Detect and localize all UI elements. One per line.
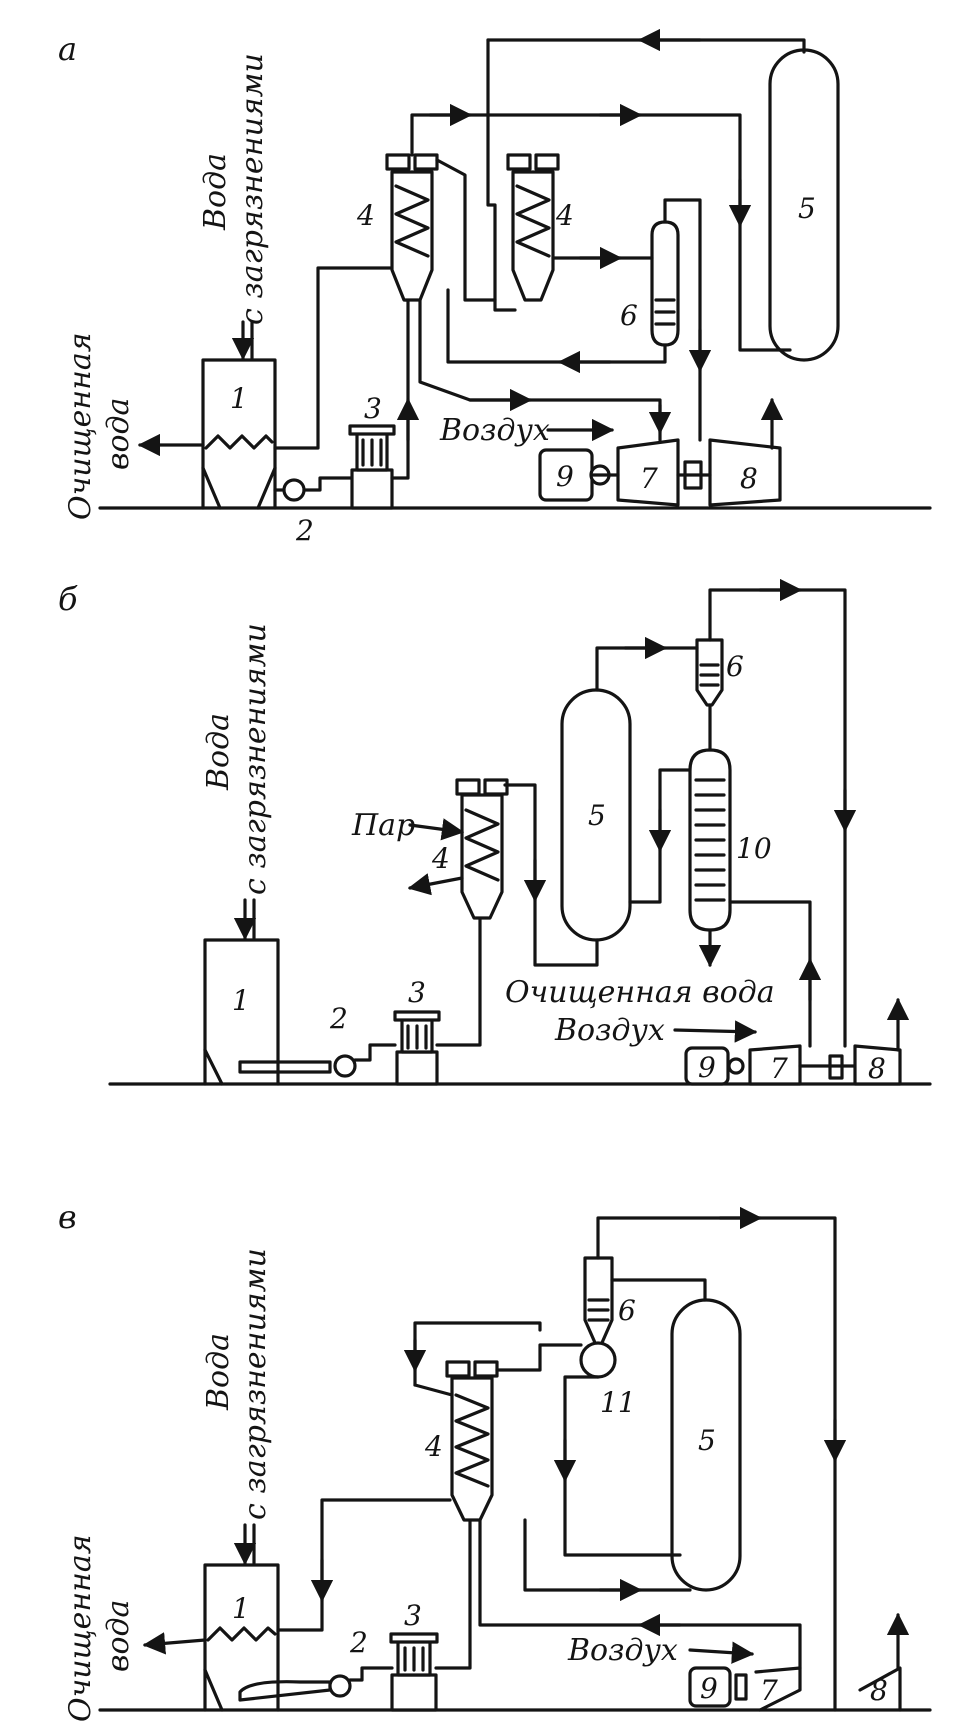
panel-b-letter: б xyxy=(58,580,78,618)
pump-2: 2 xyxy=(273,476,357,547)
label-2-c: 2 xyxy=(349,1626,368,1659)
air-label-c: Воздух xyxy=(567,1633,678,1668)
water-in-label-1: Вода xyxy=(198,153,233,231)
label-9-c: 9 xyxy=(700,1672,718,1705)
condensate-arrow xyxy=(407,873,464,896)
vessel-11-c: 11 xyxy=(579,1341,636,1419)
label-4-b: 4 xyxy=(431,842,450,875)
turbine-8: 8 xyxy=(708,397,784,507)
reactor-5: 5 xyxy=(768,48,840,362)
reactor-5-c: 5 xyxy=(670,1298,742,1592)
coupling xyxy=(676,460,712,490)
water-in-label-2: с загрязнениями xyxy=(235,53,270,325)
label-5-b: 5 xyxy=(588,799,606,832)
label-5-c: 5 xyxy=(698,1424,716,1457)
pump-3-b: 3 xyxy=(393,976,441,1086)
water-in-label-2-c: с загрязнениями xyxy=(238,1248,273,1520)
water-out-label-2: вода xyxy=(101,398,136,470)
label-8-c: 8 xyxy=(870,1674,888,1707)
label-3: 3 xyxy=(364,392,382,425)
steam-arrow xyxy=(408,818,465,841)
water-out-label-1: Очищенная xyxy=(63,332,98,520)
panel-a: а 1 Вода с загрязнениями Очищенная вода … xyxy=(58,28,932,547)
separator-6-c: 6 xyxy=(583,1256,636,1347)
label-1: 1 xyxy=(230,382,248,415)
motor-9: 9 xyxy=(538,448,620,502)
label-6-b: 6 xyxy=(726,650,744,683)
air-arrow-b xyxy=(673,1020,758,1043)
label-3-c: 3 xyxy=(404,1599,422,1632)
turbine-8-b: 8 xyxy=(853,997,910,1086)
label-7-b: 7 xyxy=(770,1052,788,1085)
pump-2-c: 2 xyxy=(328,1626,368,1698)
separator-6: 6 xyxy=(620,220,680,347)
air-label: Воздух xyxy=(439,413,550,448)
motor-9-c: 9 xyxy=(688,1666,748,1708)
label-7-c: 7 xyxy=(760,1674,778,1707)
label-9: 9 xyxy=(556,460,574,493)
coupling-b xyxy=(798,1054,857,1080)
heat-exchanger-4-b: 4 xyxy=(431,778,509,920)
label-5: 5 xyxy=(798,192,816,225)
motor-9-b: 9 xyxy=(684,1046,745,1086)
panel-c: в 1 Вода с загрязнениями Очищенная вода … xyxy=(58,1198,932,1722)
water-out-label-1-c: Очищенная xyxy=(63,1534,98,1722)
compressor-7: 7 xyxy=(616,438,680,507)
label-4-c: 4 xyxy=(424,1430,443,1463)
air-arrow-c xyxy=(688,1641,755,1664)
column-10-b: 10 xyxy=(688,748,772,932)
panel-a-letter: а xyxy=(58,30,77,68)
label-3-b: 3 xyxy=(408,976,426,1009)
water-in-label-1-b: Вода xyxy=(201,713,236,791)
panel-c-letter: в xyxy=(58,1198,77,1236)
compressor-7-b: 7 xyxy=(748,1044,802,1086)
label-6-c: 6 xyxy=(618,1294,636,1327)
heat-exchanger-4-right: 4 xyxy=(506,153,574,302)
heat-exchanger-4-left: 4 xyxy=(356,153,439,302)
pump-3-c: 3 xyxy=(389,1599,439,1712)
label-2: 2 xyxy=(295,514,314,547)
reactor-5-b: 5 xyxy=(560,688,632,942)
pump-3: 3 xyxy=(348,392,396,510)
heat-exchanger-4-c: 4 xyxy=(424,1360,499,1522)
label-10-b: 10 xyxy=(736,832,772,865)
compressor-7-c: 7 xyxy=(754,1666,802,1712)
pump-2-b: 2 xyxy=(329,1002,357,1078)
water-out-label-b: Очищенная вода xyxy=(505,975,775,1010)
steam-label: Пар xyxy=(351,808,415,843)
water-in-label-2-b: с загрязнениями xyxy=(238,623,273,895)
water-in-label-1-c: Вода xyxy=(201,1333,236,1411)
label-6: 6 xyxy=(620,299,638,332)
label-8: 8 xyxy=(740,462,758,495)
turbine-8-c: 8 xyxy=(858,1612,910,1712)
tank-1: 1 xyxy=(201,358,277,510)
air-label-b: Воздух xyxy=(554,1013,665,1048)
label-11-c: 11 xyxy=(600,1386,636,1419)
panel-b: б 1 Вода с загрязнениями 2 3 xyxy=(58,578,932,1086)
label-7: 7 xyxy=(640,462,658,495)
label-1-c: 1 xyxy=(232,1592,250,1625)
label-2-b: 2 xyxy=(329,1002,348,1035)
tank-1-c: 1 xyxy=(203,1563,280,1712)
separator-6-b: 6 xyxy=(695,638,744,707)
label-8-b: 8 xyxy=(868,1052,886,1085)
label-4a: 4 xyxy=(356,199,375,232)
water-out-arrow-c xyxy=(142,1632,207,1655)
label-1-b: 1 xyxy=(232,984,250,1017)
label-4b: 4 xyxy=(555,199,574,232)
label-9-b: 9 xyxy=(698,1051,716,1084)
water-out-label-2-c: вода xyxy=(101,1600,136,1672)
